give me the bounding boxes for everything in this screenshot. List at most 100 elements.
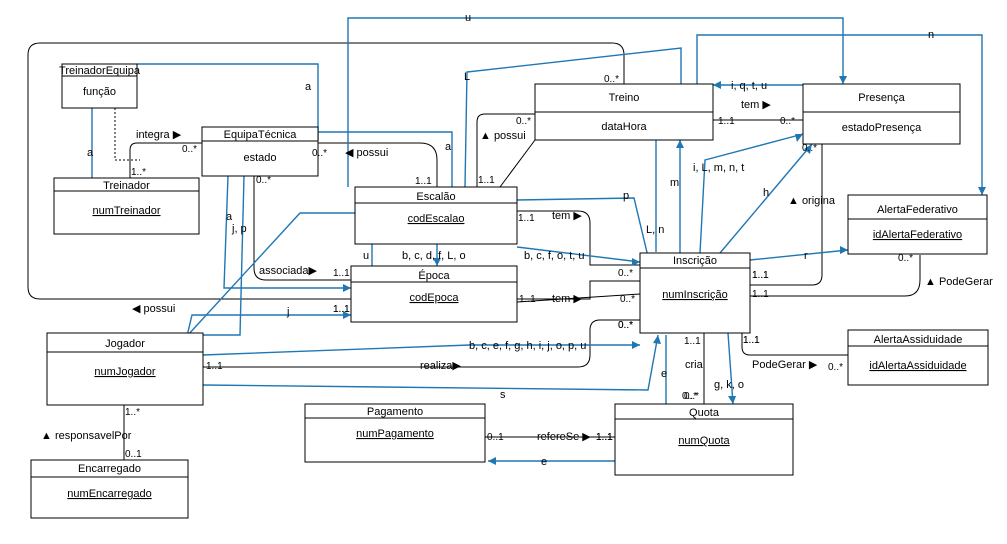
multiplicity: 0..*	[898, 253, 913, 264]
class-attribute: numTreinador	[92, 205, 160, 217]
multiplicity: 0..*	[620, 294, 635, 305]
class-inscricao: Inscrição numInscrição	[639, 252, 751, 334]
class-title: AlertaFederativo	[877, 204, 958, 216]
assoc-possui-treino	[476, 113, 535, 187]
multiplicity: 1..1	[752, 270, 769, 281]
relationship-label: PodeGerar ▶	[752, 359, 818, 371]
multiplicity: 0..*	[256, 175, 271, 186]
relationship-label: ▲ origina	[788, 195, 836, 207]
class-jogador: Jogador numJogador	[46, 332, 204, 406]
arrowhead	[653, 335, 661, 344]
flow-labels: u n a a a a j, p L i, q, t, u p L, n b, …	[87, 12, 934, 468]
arrowhead	[632, 341, 640, 349]
multiplicity: 0..1	[125, 449, 142, 460]
multiplicity: 0..*	[182, 144, 197, 155]
multiplicity: 0..*	[780, 116, 795, 127]
flow-label: a	[226, 211, 233, 223]
relationship-label: tem ▶	[741, 99, 771, 111]
assoc-escalao-treino-d	[499, 139, 536, 188]
relationship-label: ◀ possui	[132, 303, 175, 315]
multiplicity: 0..*	[312, 148, 327, 159]
class-attribute: numQuota	[678, 435, 730, 447]
multiplicity: 1..1	[684, 336, 701, 347]
assoc-tem-escalao	[517, 210, 640, 266]
multiplicity: 1..1	[718, 116, 735, 127]
multiplicity: 1..1	[333, 268, 350, 279]
class-attribute: idAlertaAssiduidade	[869, 360, 966, 372]
class-encarregado: Encarregado numEncarregado	[30, 459, 189, 519]
class-attribute: função	[83, 86, 116, 98]
multiplicity: 0..*	[618, 320, 633, 331]
arrowhead	[676, 140, 684, 148]
flow-label: g, k, o	[714, 379, 744, 391]
arrowhead	[632, 258, 640, 266]
flow-p	[516, 197, 651, 266]
relationship-label: tem ▶	[552, 210, 582, 222]
association-lines	[27, 42, 921, 460]
assoc-origina	[750, 140, 823, 286]
arrowhead	[795, 134, 803, 142]
relationship-label: ▲ PodeGerar	[925, 276, 993, 288]
class-attribute: numJogador	[94, 366, 155, 378]
flow-L-top	[464, 47, 682, 188]
class-attribute: estadoPresença	[842, 122, 922, 134]
flow-label: s	[500, 389, 506, 401]
class-title: Encarregado	[78, 463, 141, 475]
multiplicity: 0..*	[618, 320, 633, 331]
flow-label: b, c, d, f, L, o	[402, 250, 466, 262]
flow-label: a	[305, 81, 312, 93]
flow-label: j, p	[231, 223, 247, 235]
flow-label: r	[804, 250, 808, 262]
arrowhead	[840, 246, 848, 254]
relationship-label: realiza▶	[420, 360, 461, 372]
multiplicity: 1..1	[415, 176, 432, 187]
class-treinador: Treinador numTreinador	[53, 177, 200, 235]
class-epoca: Época codEpoca	[350, 265, 518, 323]
multiplicity: 1..*	[131, 167, 146, 178]
flow-r	[749, 249, 849, 261]
flow-bcfotu	[516, 246, 641, 263]
arrowhead	[728, 396, 736, 404]
flow-label: L	[464, 71, 470, 83]
multiplicity: 0..*	[682, 391, 697, 402]
class-title: Jogador	[105, 338, 145, 350]
flow-label: b, c, f, o, t, u	[524, 250, 585, 262]
assoc-realiza	[203, 319, 640, 368]
flow-a-jogador	[223, 175, 351, 289]
assoc-class-link	[114, 108, 140, 161]
class-title: TreinadorEquipa	[59, 65, 141, 77]
multiplicity: 1..1	[743, 335, 760, 346]
class-treino: Treino dataHora	[534, 83, 714, 141]
class-title: AlertaAssiduidade	[874, 334, 963, 346]
multiplicity: 1..1	[206, 361, 223, 372]
flow-label: e	[661, 368, 667, 380]
relationship-label: integra ▶	[136, 129, 182, 141]
arrowhead	[839, 76, 847, 84]
class-presenca: Presença estadoPresença	[802, 83, 961, 145]
flow-a-treinadorequipa	[137, 63, 319, 140]
flow-label: a	[445, 141, 452, 153]
class-quota: Quota numQuota	[614, 403, 794, 476]
arrowhead	[343, 311, 351, 319]
class-title: Inscrição	[673, 255, 717, 267]
flow-label: m	[670, 177, 679, 189]
multiplicity: 1..1	[596, 432, 613, 443]
multiplicity: 0..*	[684, 391, 699, 402]
relationship-label: ▲ responsavelPor	[41, 430, 132, 442]
multiplicity: 0..*	[618, 268, 633, 279]
class-title: EquipaTécnica	[224, 129, 298, 141]
flow-bcefg	[202, 344, 640, 356]
flow-h	[719, 143, 813, 254]
multiplicity: 0..*	[516, 116, 531, 127]
arrowhead	[978, 187, 986, 195]
multiplicity: 1..1	[519, 294, 536, 305]
multiplicity: 1..*	[125, 407, 140, 418]
flow-gko	[727, 332, 734, 405]
multiplicity: 1..1	[752, 270, 769, 281]
class-attribute: numEncarregado	[67, 488, 151, 500]
flow-s	[202, 334, 659, 391]
relationship-label: tem ▶	[552, 293, 582, 305]
class-title: Pagamento	[367, 406, 423, 418]
class-attribute: numInscrição	[662, 289, 727, 301]
flow-u-top	[347, 17, 844, 187]
